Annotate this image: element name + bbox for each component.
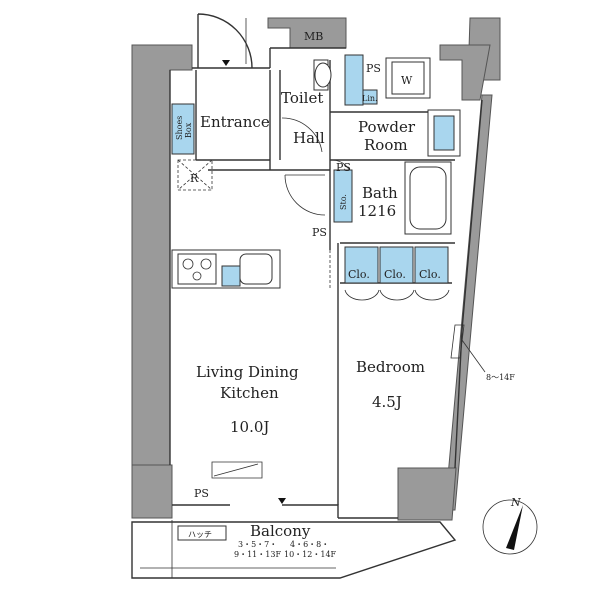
closet-2-label: Clo. [384,268,406,281]
washer-label: W [401,74,413,87]
ldk-label-2: Kitchen [220,384,279,402]
stove [177,253,217,285]
toilet-sink [344,54,364,106]
toilet-bowl [314,62,332,88]
washer [391,61,425,95]
balcony-outline [131,521,457,579]
right-wall [439,44,491,101]
closet-doors [344,289,450,301]
closet-1 [344,246,379,284]
balcony-label: Balcony [250,522,311,540]
bedroom-label: Bedroom [356,358,425,376]
balcony-floors-2a: 4・6・8・ [290,540,329,549]
closet-3-label: Clo. [419,268,441,281]
ps-bath-label: PS [336,161,351,174]
hall-door [284,174,326,216]
entrance-label: Entrance [200,113,270,131]
hall-label: Hall [293,129,325,147]
entrance-arrow [222,60,230,66]
linen-box [362,89,378,105]
kitchen-sink-blue [221,265,241,287]
hatch-label: ハッチ [188,530,212,539]
ldk-size-label: 10.0J [230,418,269,436]
right-outer-wall [444,94,493,511]
bath-label: Bath [362,184,398,202]
bottom-right-column [397,467,457,521]
balcony-arrow [278,498,286,504]
ps-bottom-label: PS [194,487,209,500]
ps-top-label: PS [366,62,381,75]
balcony-floors-1b: 9・11・13F [234,550,281,559]
bedroom-window [450,324,465,359]
north-label: N [510,496,521,509]
entrance-door [197,13,253,69]
closet-3 [414,246,449,284]
toilet-label: Toilet [281,89,323,107]
mb-label: MB [304,30,323,43]
shoes-box-label: Shoes [175,116,184,140]
kitchen-sink [239,253,273,285]
balcony-floors-2b: 10・12・14F [284,550,337,559]
shoes-box-label-2: Box [184,122,193,138]
bottom-left-column [131,464,173,519]
powder-room-label-2: Room [364,136,408,154]
closet-1-label: Clo. [348,268,370,281]
refrigerator-space [177,159,213,191]
storage [333,169,353,223]
ldk-sill [211,461,263,479]
vanity-basin [433,115,455,151]
bathtub-inner [409,166,447,230]
ps-mid-label: PS [312,226,327,239]
shoes-box [171,103,195,155]
north-arrow-icon [506,505,523,550]
storage-label: Sto. [339,194,348,210]
ldk-label: Living Dining [196,363,299,381]
compass [482,499,538,555]
floors-note: 8～14F [486,373,515,382]
bath-size-label: 1216 [358,202,396,220]
balcony-hatch [177,525,227,541]
linen-label: Lin. [362,94,378,103]
refrigerator-label: R [190,172,199,185]
balcony-floors-1a: 3・5・7・ [238,540,277,549]
powder-room-label: Powder [358,118,416,136]
closet-2 [379,246,414,284]
bedroom-size-label: 4.5J [372,393,402,411]
